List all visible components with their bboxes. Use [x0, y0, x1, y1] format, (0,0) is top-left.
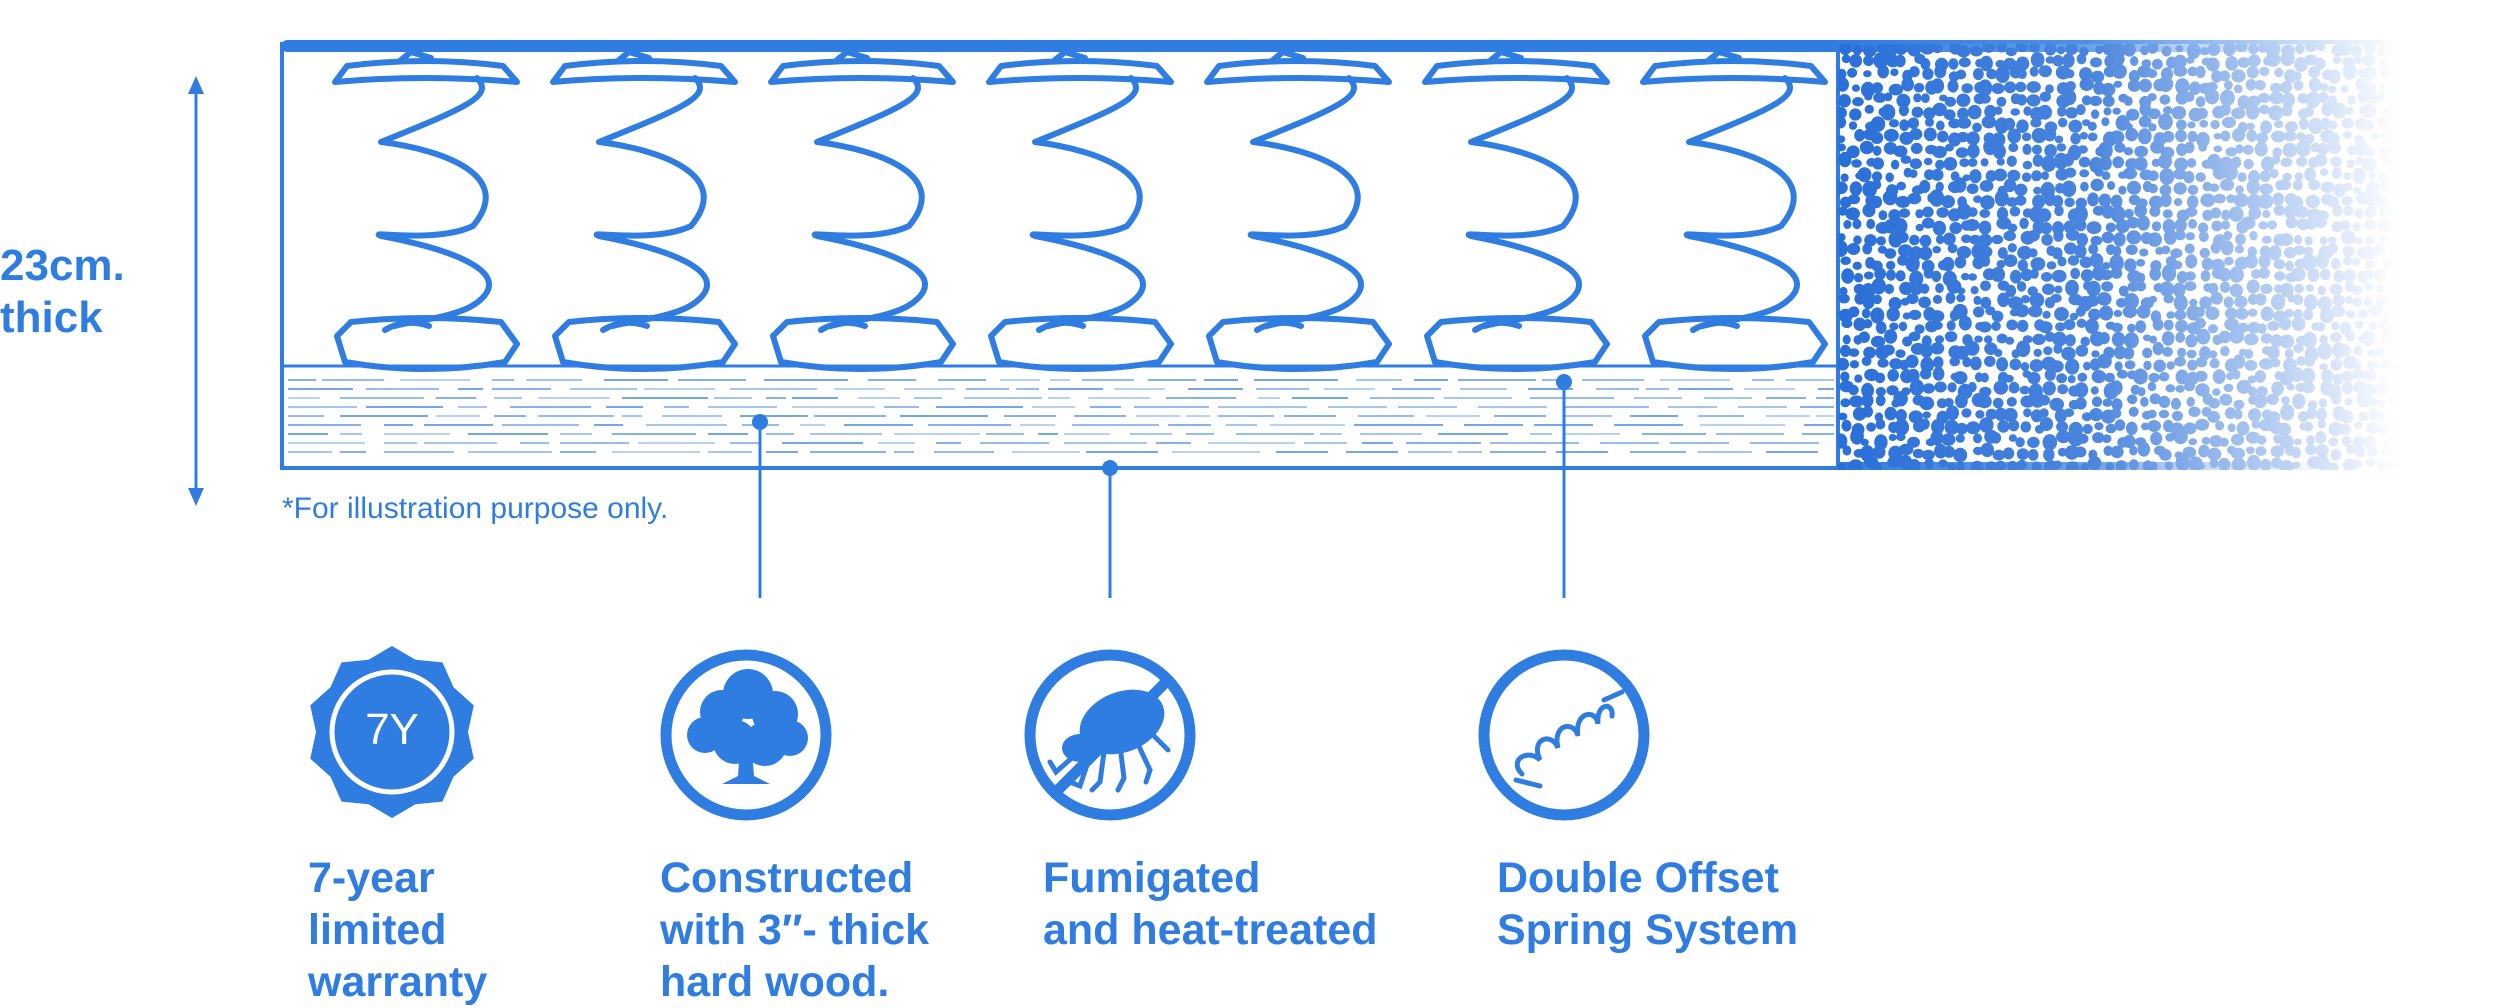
feature-wood-label: Constructed with 3″- thick hard wood.: [660, 852, 929, 1008]
foam-layer: [1838, 44, 2398, 470]
thickness-value: 23cm.: [0, 241, 125, 290]
spring-row: [332, 49, 1828, 372]
feature-line: and heat-treated: [1043, 906, 1378, 954]
feature-line: Fumigated: [1043, 854, 1261, 902]
thickness-arrow: [188, 76, 204, 506]
wood-base-layer: [288, 379, 1834, 453]
feature-line: with 3″- thick: [660, 906, 930, 954]
no-mite-icon: [1024, 649, 1196, 821]
warranty-badge-text: 7Y: [365, 705, 419, 754]
spring: [550, 49, 738, 372]
tree-icon: [660, 649, 832, 821]
spring: [768, 49, 956, 372]
thickness-unit: thick: [0, 293, 103, 342]
spring: [1640, 49, 1828, 372]
spring: [1204, 49, 1392, 372]
callout-spring: [1556, 374, 1572, 598]
feature-line: Spring System: [1497, 906, 1799, 954]
callout-wood: [752, 414, 768, 598]
warranty-badge-icon: [310, 646, 474, 818]
spring: [332, 49, 520, 372]
feature-spring-label: Double Offset Spring System: [1497, 852, 1798, 956]
feature-warranty-label: 7-year limited warranty: [308, 852, 487, 1008]
feature-line: Constructed: [660, 854, 914, 902]
thickness-label: 23cm. thick: [0, 240, 125, 344]
spring: [1422, 49, 1610, 372]
feature-line: Double Offset: [1497, 854, 1779, 902]
feature-line: limited: [308, 906, 447, 954]
feature-fumigated-label: Fumigated and heat-treated: [1043, 852, 1378, 956]
illustration-note: *For illustration purpose only.: [282, 492, 669, 525]
spring: [986, 49, 1174, 372]
feature-line: warranty: [308, 958, 488, 1006]
spring-icon: [1478, 649, 1650, 821]
feature-line: 7-year: [308, 854, 435, 902]
callout-frame: [1102, 460, 1118, 598]
feature-line: hard wood.: [660, 958, 890, 1006]
